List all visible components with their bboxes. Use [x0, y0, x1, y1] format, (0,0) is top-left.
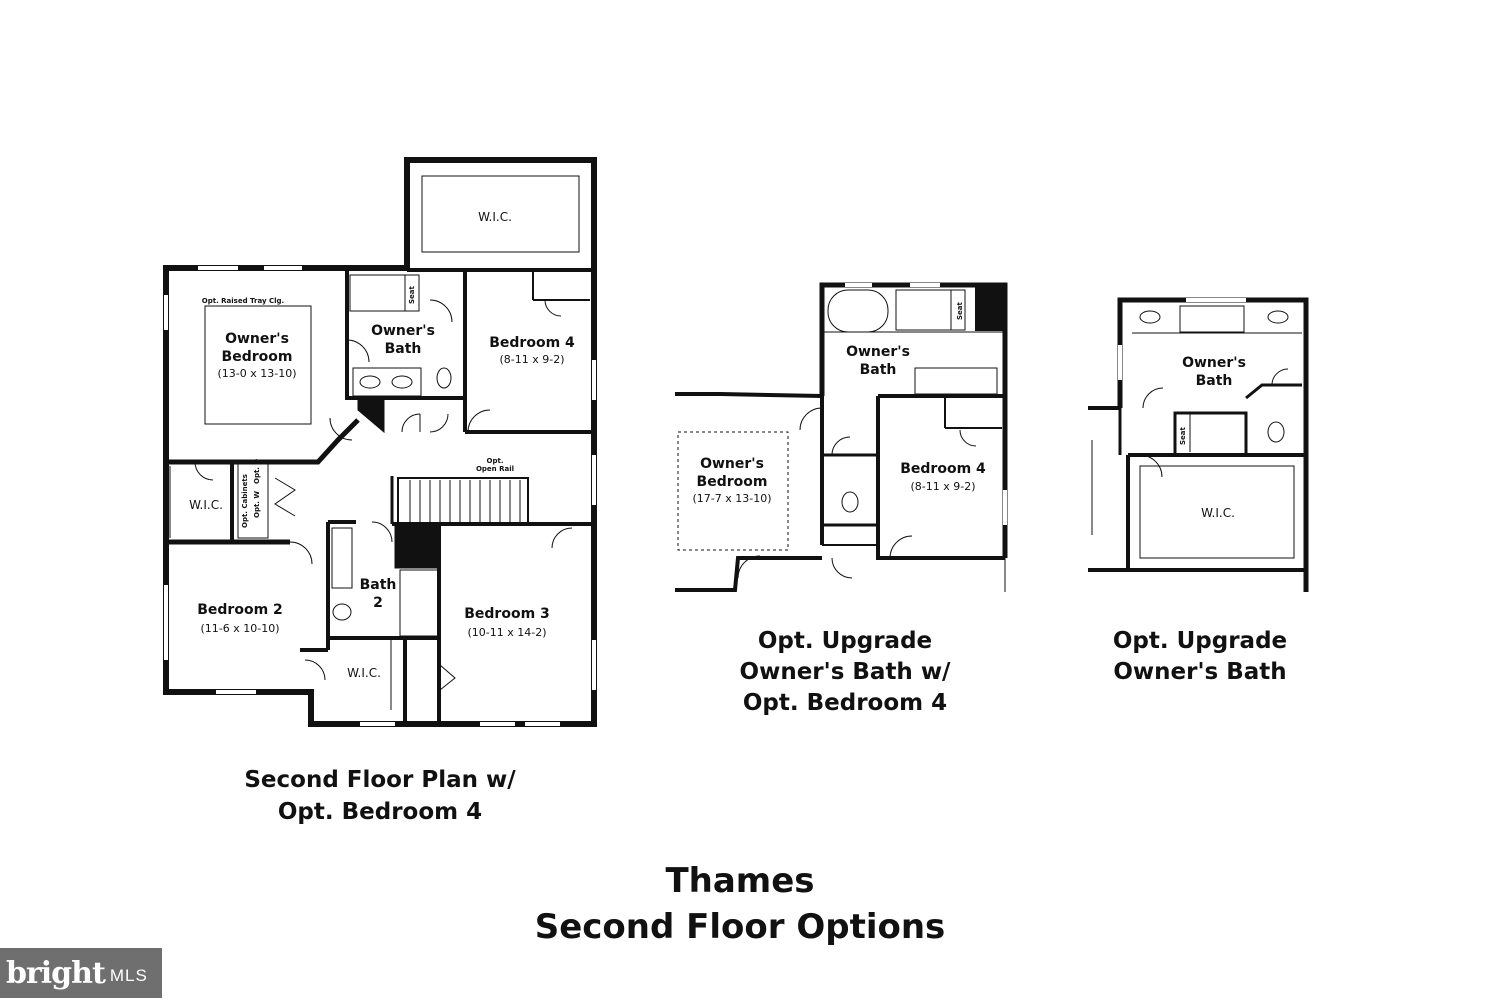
main-tray-label: Opt. Raised Tray Clg.: [202, 297, 284, 305]
right-plan-caption: Opt. Upgrade Owner's Bath: [1075, 626, 1325, 688]
middle-plan-labels: Seat Owner's Bath Owner's Bedroom (17-7 …: [692, 301, 986, 505]
middle-bedroom4-dim: (8-11 x 9-2): [910, 480, 975, 493]
middle-seat-label: Seat: [956, 301, 964, 320]
right-floor-plan: [1088, 297, 1309, 592]
main-bedroom4-label: Bedroom 4: [489, 335, 575, 351]
main-owners-bedroom-label-2: Bedroom: [222, 349, 293, 365]
sheet-title-line-2: Second Floor Options: [534, 907, 946, 947]
main-owners-bath-label-1: Owner's: [371, 323, 435, 339]
right-plan-caption-line-2: Owner's Bath: [1113, 659, 1287, 685]
main-bedroom3-label: Bedroom 3: [464, 606, 550, 622]
main-plan-caption-line-1: Second Floor Plan w/: [244, 767, 516, 793]
middle-plan-caption-line-3: Opt. Bedroom 4: [742, 690, 948, 716]
main-bedroom3-dim: (10-11 x 14-2): [467, 626, 546, 639]
main-plan-labels: W.I.C. Opt. Raised Tray Clg. Owner's Bed…: [189, 210, 575, 680]
watermark-brand: bright: [6, 955, 106, 991]
sheet-title: Thames Second Floor Options: [450, 858, 1030, 950]
main-wic-bottom-label: W.I.C.: [347, 666, 381, 680]
middle-owners-bath-label-2: Bath: [860, 362, 897, 378]
watermark-suffix: MLS: [109, 966, 148, 985]
middle-owners-bedroom-label-1: Owner's: [700, 456, 764, 472]
main-plan-caption-line-2: Opt. Bedroom 4: [277, 799, 483, 825]
sheet-title-line-1: Thames: [665, 861, 815, 901]
main-bath2-label-2: 2: [373, 595, 383, 611]
right-wic-label: W.I.C.: [1201, 506, 1235, 520]
bright-mls-watermark: bright MLS: [0, 948, 162, 998]
middle-plan-caption-line-1: Opt. Upgrade: [757, 628, 933, 654]
main-open-rail-label-1: Opt.: [487, 457, 504, 465]
right-plan-labels: Owner's Bath Seat W.I.C.: [1179, 355, 1246, 520]
main-opt-d-label: Opt. D: [253, 459, 261, 484]
main-bedroom2-label: Bedroom 2: [197, 602, 283, 618]
main-bath2-label-1: Bath: [360, 577, 397, 593]
middle-plan-caption: Opt. Upgrade Owner's Bath w/ Opt. Bedroo…: [680, 626, 1010, 719]
right-plan-caption-line-1: Opt. Upgrade: [1112, 628, 1288, 654]
main-seat-label: Seat: [408, 285, 416, 304]
main-bedroom2-dim: (11-6 x 10-10): [200, 622, 279, 635]
main-plan-caption: Second Floor Plan w/ Opt. Bedroom 4: [190, 764, 570, 828]
middle-owners-bedroom-label-2: Bedroom: [697, 474, 768, 490]
main-opt-w-label: Opt. W: [253, 491, 261, 518]
middle-floor-plan: [675, 282, 1008, 592]
main-floor-plan: [163, 157, 597, 727]
right-seat-label: Seat: [1179, 426, 1187, 445]
middle-owners-bedroom-dim: (17-7 x 13-10): [692, 492, 771, 505]
main-owners-bedroom-dim: (13-0 x 13-10): [217, 367, 296, 380]
main-owners-bedroom-label-1: Owner's: [225, 331, 289, 347]
main-owners-bath-label-2: Bath: [385, 341, 422, 357]
right-owners-bath-label-2: Bath: [1196, 373, 1233, 389]
main-bedroom4-dim: (8-11 x 9-2): [499, 353, 564, 366]
main-wic-left-label: W.I.C.: [189, 498, 223, 512]
right-owners-bath-label-1: Owner's: [1182, 355, 1246, 371]
main-opt-cabinets-label: Opt. Cabinets: [241, 474, 249, 528]
main-open-rail-label-2: Open Rail: [476, 465, 514, 473]
middle-owners-bath-label-1: Owner's: [846, 344, 910, 360]
middle-bedroom4-label: Bedroom 4: [900, 461, 986, 477]
middle-plan-caption-line-2: Owner's Bath w/: [739, 659, 951, 685]
main-wic-top-label: W.I.C.: [478, 210, 512, 224]
